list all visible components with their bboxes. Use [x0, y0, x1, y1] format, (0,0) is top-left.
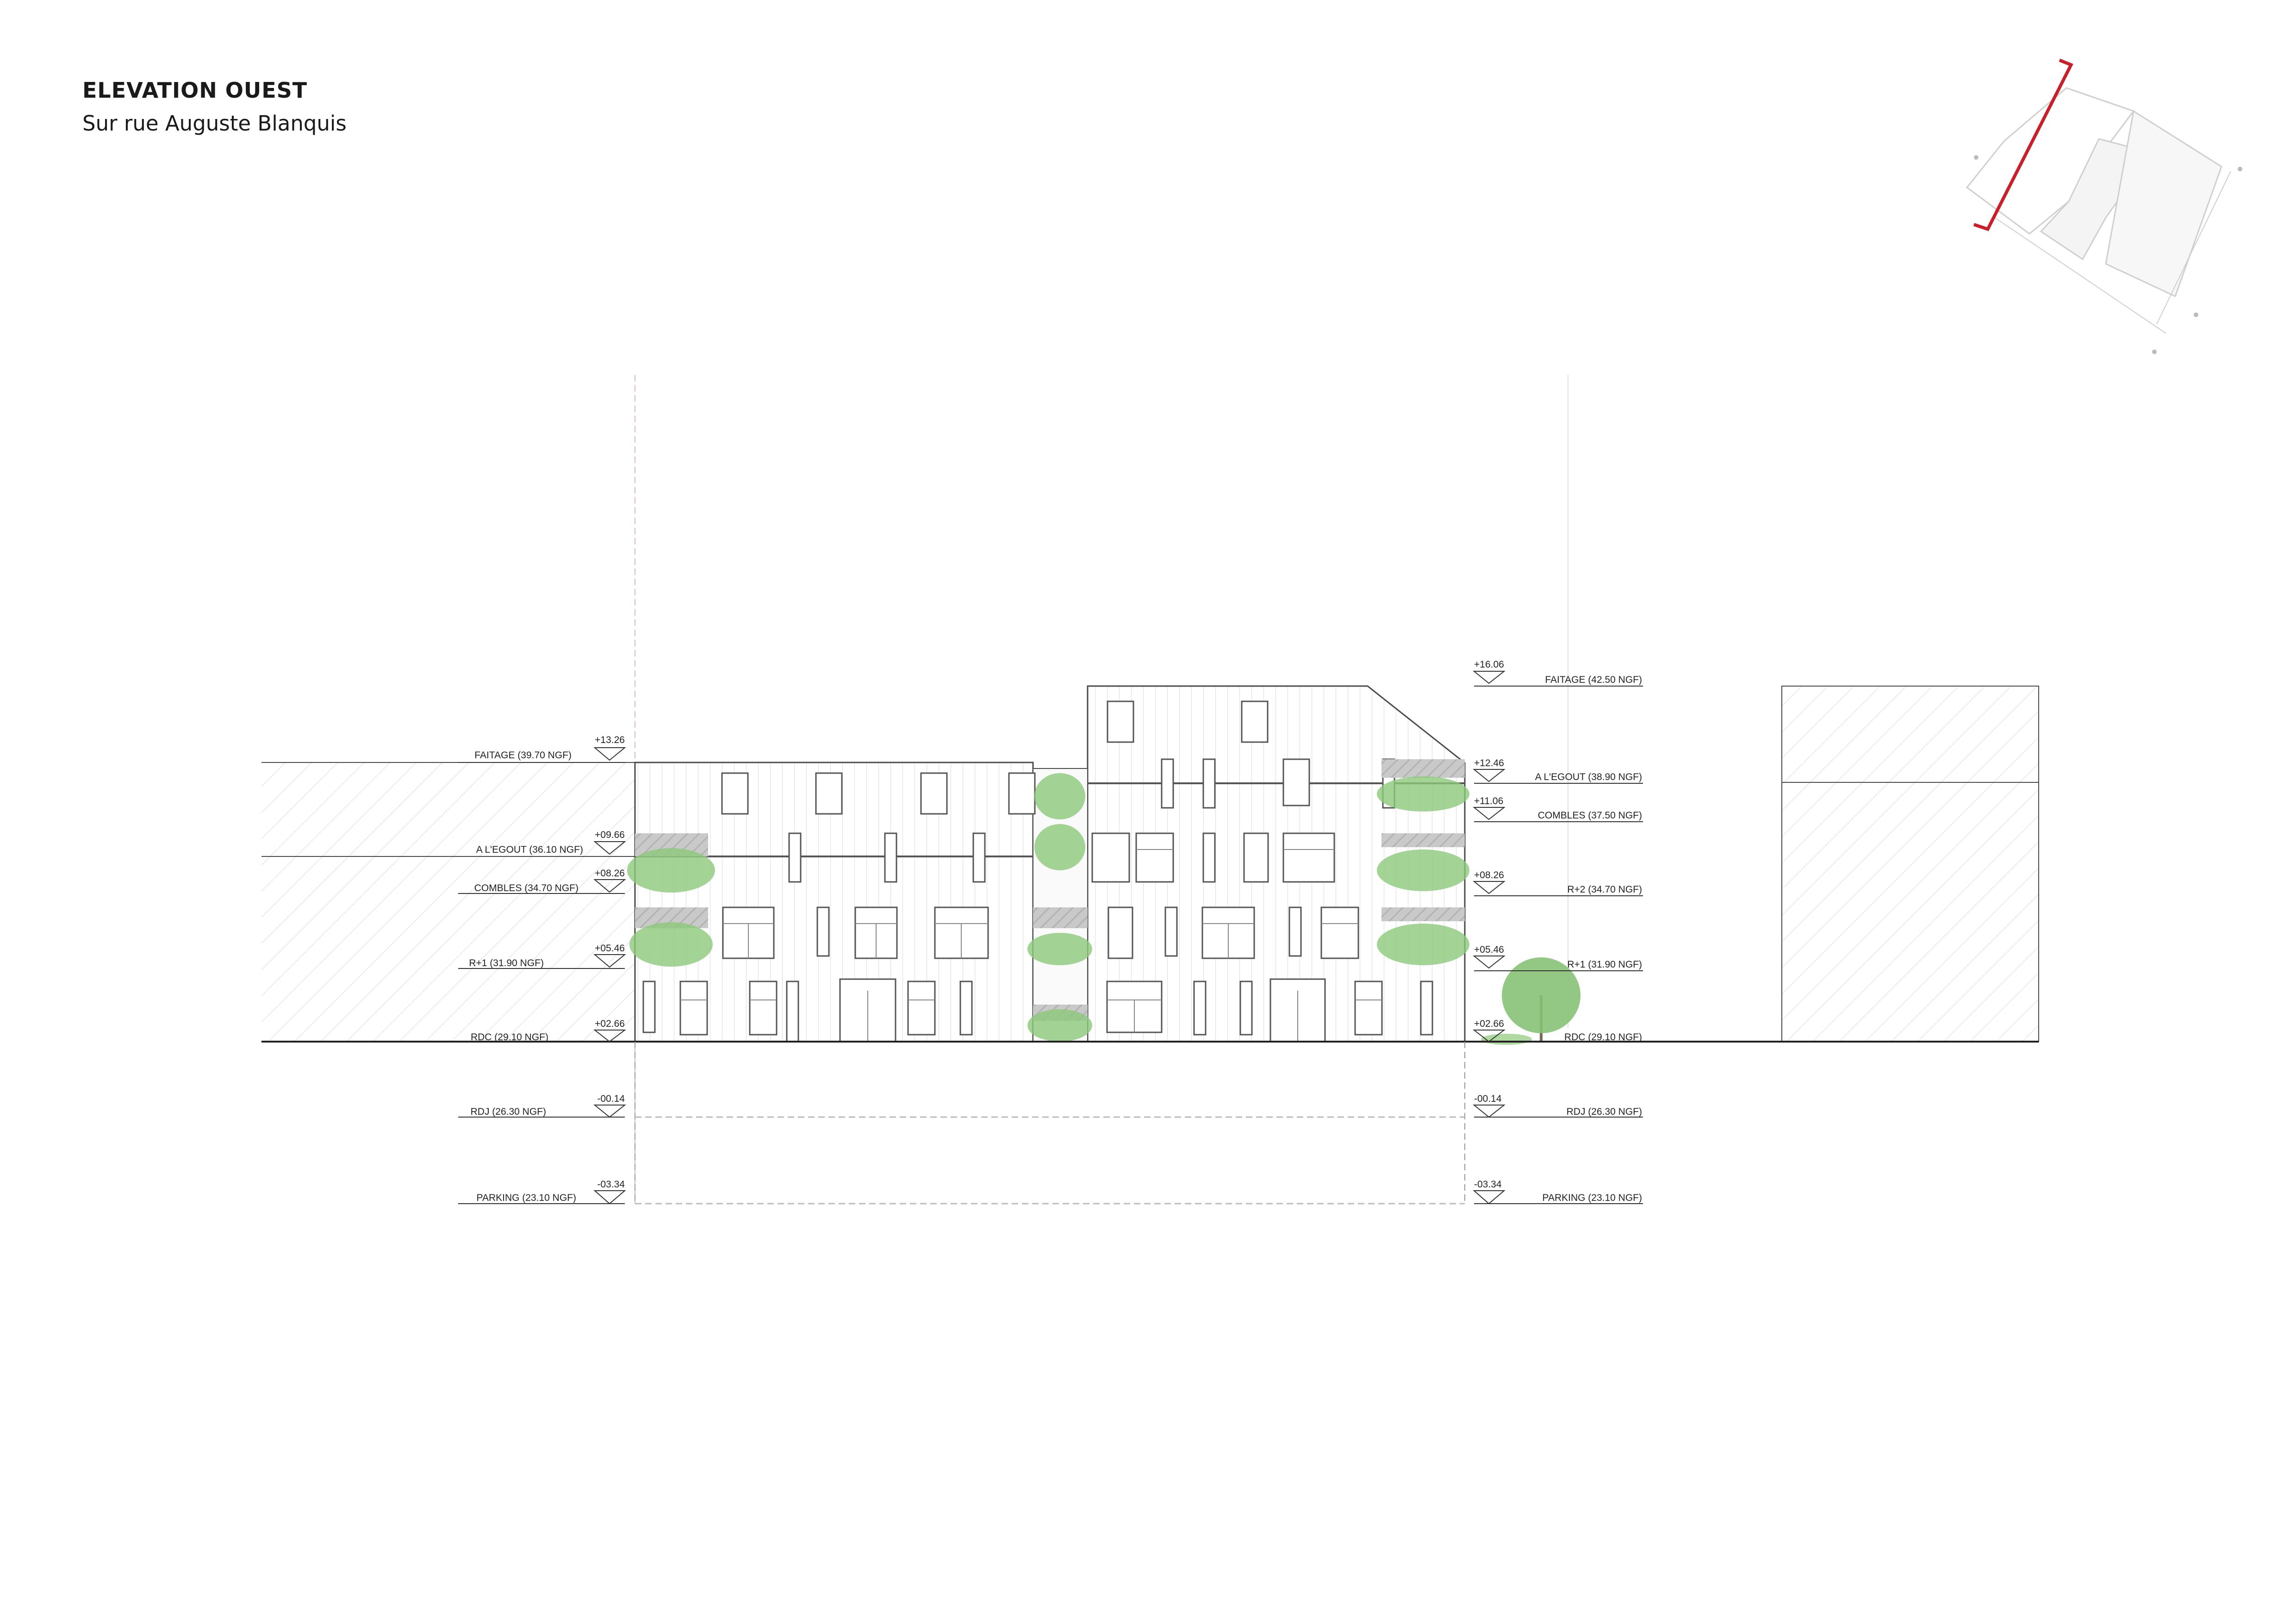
level-marker-right-rdc: +02.66 RDC (29.10 NGF) [1473, 1018, 1642, 1043]
page-title: ELEVATION OUEST [82, 78, 308, 103]
level-elev-right-r1: +05.46 [1474, 944, 1504, 955]
level-marker-left-egout: +09.66 A L'EGOUT (36.10 NGF) [476, 830, 626, 855]
level-label-left-egout: A L'EGOUT (36.10 NGF) [476, 844, 583, 855]
level-label-right-parking: PARKING (23.10 NGF) [1543, 1193, 1643, 1203]
level-elev-left-rdj: -00.14 [597, 1093, 625, 1104]
level-label-left-faitage: FAITAGE (39.70 NGF) [474, 750, 572, 761]
title-block: ELEVATION OUEST Sur rue Auguste Blanquis [82, 78, 347, 136]
site-plan-key [1966, 58, 2242, 354]
level-marker-left-faitage: +13.26 FAITAGE (39.70 NGF) [458, 735, 626, 763]
level-label-right-faitage: FAITAGE (42.50 NGF) [1545, 675, 1642, 685]
level-elev-right-rdc: +02.66 [1474, 1018, 1504, 1029]
level-elev-right-rdj: -00.14 [1474, 1093, 1502, 1104]
level-marker-right-faitage: +16.06 FAITAGE (42.50 NGF) [1473, 659, 1643, 687]
level-label-left-r1: R+1 (31.90 NGF) [469, 958, 544, 968]
level-marker-left-rdj: -00.14 RDJ (26.30 NGF) [458, 1093, 626, 1118]
level-elev-left-combles: +08.26 [595, 868, 625, 879]
level-elev-right-faitage: +16.06 [1474, 659, 1504, 670]
level-marker-right-r2: +08.26 R+2 (34.70 NGF) [1473, 870, 1643, 896]
level-elev-right-parking: -03.34 [1474, 1179, 1502, 1190]
level-marker-left-combles: +08.26 COMBLES (34.70 NGF) [458, 868, 626, 894]
level-elev-left-egout: +09.66 [595, 830, 625, 840]
level-label-left-parking: PARKING (23.10 NGF) [477, 1193, 577, 1203]
level-label-right-r1: R+1 (31.90 NGF) [1567, 959, 1642, 970]
page-subtitle: Sur rue Auguste Blanquis [82, 111, 347, 136]
level-label-right-rdj: RDJ (26.30 NGF) [1567, 1106, 1642, 1117]
level-elev-left-parking: -03.34 [597, 1179, 625, 1190]
level-marker-left-rdc: +02.66 RDC (29.10 NGF) [471, 1018, 626, 1043]
level-label-left-rdc: RDC (29.10 NGF) [471, 1032, 548, 1043]
level-marker-right-egout: +12.46 A L'EGOUT (38.90 NGF) [1473, 758, 1643, 784]
level-label-right-combles: COMBLES (37.50 NGF) [1538, 810, 1642, 821]
section-cut-marker [1973, 58, 2073, 231]
level-marker-left-parking: -03.34 PARKING (23.10 NGF) [458, 1179, 626, 1205]
level-label-right-r2: R+2 (34.70 NGF) [1567, 884, 1642, 895]
level-label-left-combles: COMBLES (34.70 NGF) [474, 883, 579, 893]
level-elev-right-egout: +12.46 [1474, 758, 1504, 768]
level-marker-right-parking: -03.34 PARKING (23.10 NGF) [1473, 1179, 1643, 1205]
level-label-left-rdj: RDJ (26.30 NGF) [471, 1106, 546, 1117]
level-label-right-egout: A L'EGOUT (38.90 NGF) [1535, 772, 1642, 782]
level-elev-left-r1: +05.46 [595, 943, 625, 954]
level-label-right-rdc: RDC (29.10 NGF) [1564, 1032, 1642, 1043]
level-marker-right-combles: +11.06 COMBLES (37.50 NGF) [1473, 796, 1643, 822]
balconies [627, 759, 1469, 1042]
level-elev-right-r2: +08.26 [1474, 870, 1504, 881]
level-elev-right-combles: +11.06 [1474, 796, 1503, 806]
level-marker-left-r1: +05.46 R+1 (31.90 NGF) [458, 943, 626, 969]
level-elev-left-rdc: +02.66 [595, 1018, 625, 1029]
level-marker-right-r1: +05.46 R+1 (31.90 NGF) [1473, 944, 1643, 971]
level-marker-right-rdj: -00.14 RDJ (26.30 NGF) [1473, 1093, 1643, 1118]
level-elev-left-faitage: +13.26 [595, 735, 625, 745]
